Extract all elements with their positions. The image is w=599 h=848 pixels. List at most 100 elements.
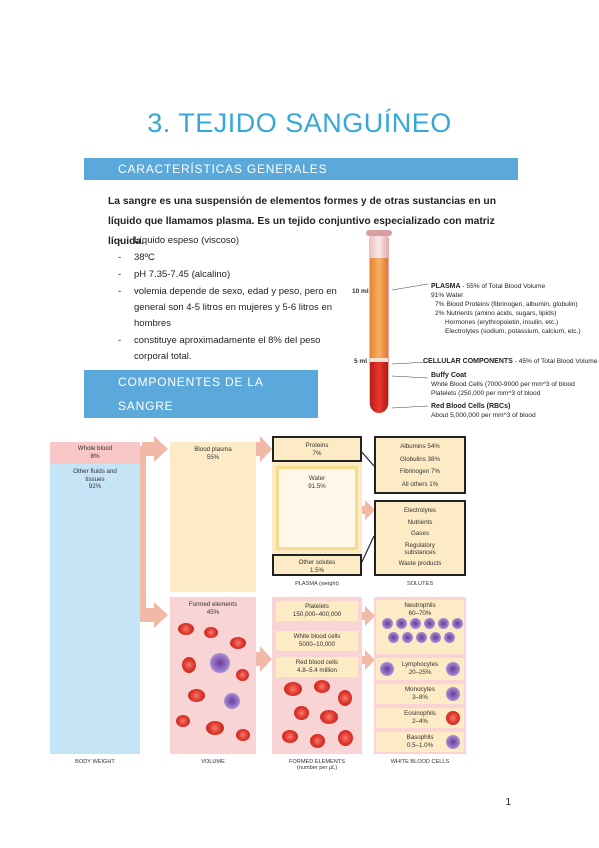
plasma-line: Hormones (erythropoietin, insulin, etc.) xyxy=(445,319,559,326)
plasma-line: Electrolytes (sodium, potassium, calcium… xyxy=(445,328,581,335)
wbc-type-name: Lymphocytes xyxy=(401,661,439,668)
neutrophil-cell xyxy=(396,618,407,629)
scale-10ml: 10 ml xyxy=(352,288,369,295)
other-fluids-pct: 92% xyxy=(88,483,102,490)
formed-elements-box: Formed elements 45% xyxy=(170,597,256,754)
blood-plasma-label: Blood plasma xyxy=(194,446,232,453)
rbc-title: Red Blood Cells (RBCs) xyxy=(431,403,511,410)
neutrophil-cell xyxy=(402,632,413,643)
caption-solutes: SOLUTES xyxy=(406,581,434,587)
list-item: volemia depende de sexo, edad y peso, pe… xyxy=(118,284,338,332)
plasma-line: 91% Water xyxy=(431,292,464,299)
cellular-title: CELLULAR COMPONENTS xyxy=(423,358,513,365)
tube-leader-lines xyxy=(391,283,429,409)
solute-item: Globulins 38% xyxy=(400,455,440,463)
plasma-title: PLASMA xyxy=(431,283,461,290)
water-label: Water xyxy=(308,475,326,482)
formed-elements-pct: 45% xyxy=(206,608,220,616)
caption-formed-elements-title: FORMED ELEMENTS xyxy=(289,759,345,765)
scale-5ml: 5 ml xyxy=(354,358,368,365)
rbc-cell xyxy=(206,721,224,735)
other-solutes-box: Other solutes 1.5% xyxy=(272,554,362,576)
other-solutes-pct: 1.5% xyxy=(309,566,325,574)
other-fluids-label: Other fluids and tissues xyxy=(73,468,117,483)
rbc-cell xyxy=(188,689,205,702)
neutrophil-cell xyxy=(388,632,399,643)
rbc-count-box: Red blood cells 4.8–5.4 million xyxy=(276,657,358,677)
wbc-cell xyxy=(224,693,240,709)
rbc-value: 4.8–5.4 million xyxy=(297,666,337,674)
page-number: 1 xyxy=(505,797,511,808)
cellular-volume: - 45% of Total Blood Volume xyxy=(512,358,598,365)
characteristics-list: Líquido espeso (viscoso) 38ºC pH 7.35-7.… xyxy=(118,233,338,365)
test-tube-illustration xyxy=(366,230,392,413)
neutrophil-cell xyxy=(410,618,421,629)
lymphocytes-box: Lymphocytes 20–25% xyxy=(376,658,464,680)
cellular-info: CELLULAR COMPONENTS - 45% of Total Blood… xyxy=(423,357,598,366)
list-item: Líquido espeso (viscoso) xyxy=(118,233,338,249)
caption-body-weight: BODY WEIGHT xyxy=(75,759,115,765)
protein-solutes-box: Albumins 54% Globulins 38% Fibrinogen 7%… xyxy=(374,436,466,494)
lymphocyte-cell xyxy=(380,662,394,676)
whole-blood-label: Whole blood xyxy=(77,445,113,452)
caption-formed-elements-unit: (number per µL) xyxy=(296,765,338,771)
neutrophil-cell xyxy=(452,618,463,629)
rbc-info: Red Blood Cells (RBCs) About 5,000,000 p… xyxy=(431,402,599,420)
section-header-componentes: COMPONENTES DE LA SANGRE xyxy=(84,370,318,418)
rbc-cell xyxy=(236,669,249,681)
solute-item: Fibrinogen 7% xyxy=(400,468,440,475)
other-solutes-label: Other solutes xyxy=(298,559,336,566)
solute-bracket xyxy=(360,449,375,567)
solute-item: All others 1% xyxy=(401,480,439,488)
proteins-pct: 7% xyxy=(312,449,322,457)
rbc-cell xyxy=(282,730,298,743)
wbc-type-name: Basophils xyxy=(406,734,434,741)
solute-item: Gases xyxy=(411,530,429,537)
eosinophils-box: Eosinophils 2–4% xyxy=(376,708,464,728)
plasma-line: 7% Blood Proteins (fibrinogen, albumin, … xyxy=(435,301,578,308)
wbc-type-pct: 0.5–1.0% xyxy=(406,741,434,749)
blood-composition-diagram: Whole blood 8% Other fluids and tissues … xyxy=(50,432,480,772)
neutrophil-cell xyxy=(444,632,455,643)
list-item: 38ºC xyxy=(118,250,338,266)
plasma-line: 2% Nutrients (amino acids, sugars, lipid… xyxy=(435,310,557,317)
neutrophil-cell xyxy=(438,618,449,629)
page-title: 3. TEJIDO SANGUÍNEO xyxy=(147,108,452,138)
rbc-cell xyxy=(314,680,330,693)
rbc-cell xyxy=(176,715,190,727)
other-solutes-list-box: Electrolytes Nutrients Gases Regulatory … xyxy=(374,500,466,576)
buffy-line: White Blood Cells (7000-9000 per mm^3 of… xyxy=(431,381,575,388)
solute-item: Regulatory substances xyxy=(404,541,436,557)
solute-item: Waste products xyxy=(398,559,442,567)
caption-volume: VOLUME xyxy=(201,759,225,765)
solute-item: Nutrients xyxy=(407,518,433,526)
lymphocyte-cell xyxy=(446,662,460,676)
solute-item: Electrolytes xyxy=(404,507,436,514)
neutrophil-cell xyxy=(424,618,435,629)
plasma-info: PLASMA - 55% of Total Blood Volume 91% W… xyxy=(431,282,596,336)
caption-formed-elements: FORMED ELEMENTS (number per µL) xyxy=(272,759,362,771)
blood-plasma-pct: 55% xyxy=(206,453,220,461)
plasma-volume: - 55% of Total Blood Volume xyxy=(460,283,546,290)
neutrophil-cell xyxy=(416,632,427,643)
rbc-cell xyxy=(204,627,218,638)
buffy-coat-info: Buffy Coat White Blood Cells (7000-9000 … xyxy=(431,371,599,398)
proteins-label: Proteins xyxy=(305,442,329,449)
rbc-cell xyxy=(284,682,302,696)
neutrophils-box: Neutrophils 60–70% xyxy=(376,600,464,654)
whole-blood-pct: 8% xyxy=(90,452,100,460)
wbc-type-name: Neutrophils xyxy=(404,602,436,609)
formed-elements-label: Formed elements xyxy=(188,601,238,608)
caption-plasma-weight: PLASMA (weight) xyxy=(295,581,339,587)
list-item: constituye aproximadamente el 8% del pes… xyxy=(118,333,338,365)
whole-blood-box: Whole blood 8% xyxy=(50,442,140,464)
rbc-cell xyxy=(230,637,246,649)
monocytes-box: Monocytes 3–8% xyxy=(376,684,464,704)
section-header-caracteristicas: CARACTERÍSTICAS GENERALES xyxy=(84,158,518,180)
platelets-value: 150,000–400,000 xyxy=(292,610,342,618)
other-fluids-box: Other fluids and tissues 92% xyxy=(50,464,140,754)
wbc-type-name: Monocytes xyxy=(405,686,435,693)
solute-item: Albumins 54% xyxy=(400,443,440,450)
rbc-line: About 5,000,000 per mm^3 of blood xyxy=(431,412,536,419)
wbc-count-box: White blood cells 5000–10,000 xyxy=(276,631,358,651)
